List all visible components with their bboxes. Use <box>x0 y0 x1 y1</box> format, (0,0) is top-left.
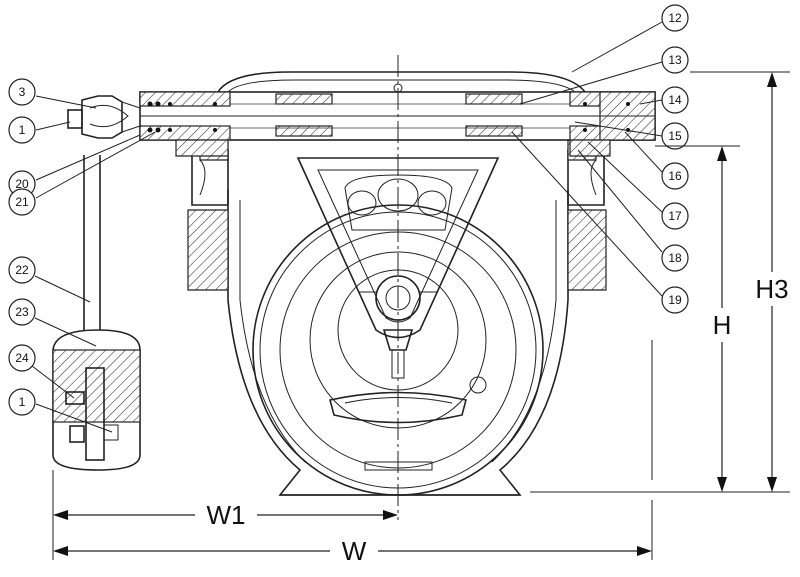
callout-24: 24 <box>8 344 75 399</box>
callout-3-label: 3 <box>19 85 26 99</box>
callout-22-label: 22 <box>15 263 29 277</box>
callout-13: 13 <box>519 46 689 105</box>
left-wall-section <box>187 209 229 291</box>
callout-20: 20 <box>8 134 141 198</box>
callout-14-label: 14 <box>668 93 682 107</box>
callout-21-label: 21 <box>15 195 29 209</box>
callout-19: 19 <box>511 131 689 314</box>
callout-24-label: 24 <box>15 351 29 365</box>
callout-20-label: 20 <box>15 177 29 191</box>
callout-1b-label: 1 <box>19 395 26 409</box>
rotor-frame <box>296 157 500 339</box>
callout-12-label: 12 <box>668 11 682 25</box>
callout-17: 17 <box>587 141 689 230</box>
callout-1-label: 1 <box>19 123 26 137</box>
handle-assembly <box>52 155 141 471</box>
dimension-h: H <box>530 145 740 493</box>
dim-h-label: H <box>713 310 732 340</box>
dim-w1-label: W1 <box>207 500 246 530</box>
callout-14: 14 <box>639 86 689 114</box>
dim-h3-label: H3 <box>755 274 788 304</box>
callout-1-top: 1 <box>8 116 71 144</box>
callout-17-label: 17 <box>668 209 682 223</box>
callout-13-label: 13 <box>668 53 682 67</box>
dimension-w: W <box>53 500 653 566</box>
callout-23-label: 23 <box>15 305 29 319</box>
callout-23: 23 <box>8 298 97 347</box>
callout-22: 22 <box>8 256 91 303</box>
dimension-w1: W1 <box>52 470 398 560</box>
callout-15: 15 <box>574 121 689 150</box>
callout-1-bottom: 1 <box>8 388 113 433</box>
left-fitting <box>67 95 141 139</box>
callout-3: 3 <box>8 78 97 109</box>
callout-16: 16 <box>624 131 689 190</box>
dimension-h3: H3 <box>690 71 792 493</box>
callout-15-label: 15 <box>668 129 682 143</box>
callout-16-label: 16 <box>668 169 682 183</box>
callout-18-label: 18 <box>668 251 682 265</box>
callout-19-label: 19 <box>668 293 682 307</box>
callout-12: 12 <box>571 4 689 73</box>
callout-21: 21 <box>8 131 156 216</box>
right-wall-section <box>567 209 607 291</box>
callout-18: 18 <box>577 149 689 272</box>
dim-w-label: W <box>342 536 367 566</box>
